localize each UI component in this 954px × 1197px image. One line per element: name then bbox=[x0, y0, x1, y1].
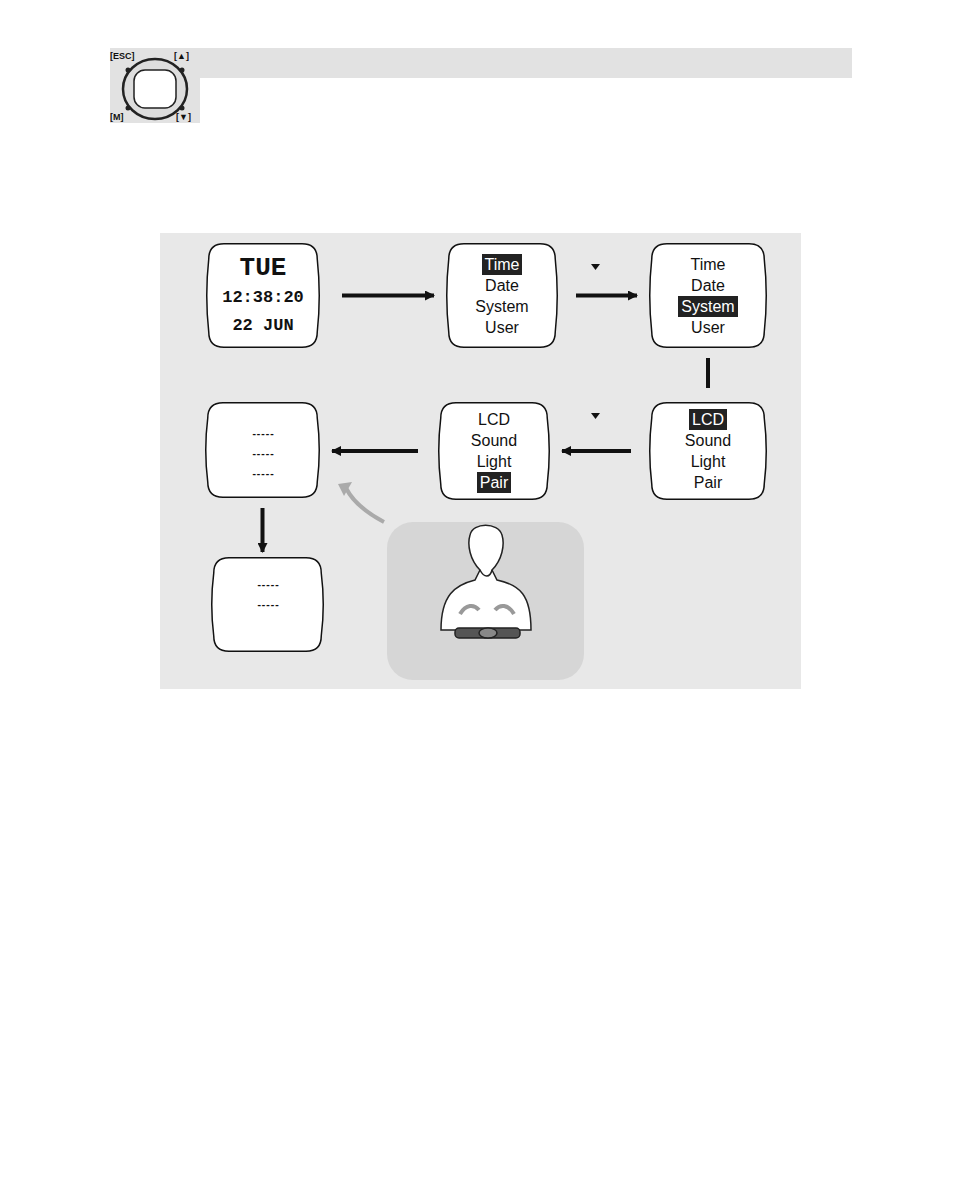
dash-placeholder: ----- bbox=[256, 595, 278, 615]
paired-screen: ---------- bbox=[213, 557, 322, 652]
pairing-screen: --------------- bbox=[207, 402, 318, 498]
screen-text: Sound bbox=[471, 430, 517, 451]
screen-text: TUE bbox=[240, 253, 287, 283]
screen-text: 12:38:20 bbox=[222, 283, 304, 313]
screen-text: Pair bbox=[694, 472, 722, 493]
figure-panel bbox=[387, 522, 584, 680]
screen-text: System bbox=[678, 296, 737, 317]
screen-text: 22 JUN bbox=[232, 313, 293, 339]
menu-screen: LCDSoundLightPair bbox=[440, 402, 548, 500]
screen-text: User bbox=[691, 317, 725, 338]
signal-arrow bbox=[338, 482, 384, 522]
menu-screen: TimeDateSystemUser bbox=[651, 243, 765, 348]
chest-strap-figure bbox=[441, 525, 531, 638]
screen-text: System bbox=[475, 296, 528, 317]
screen-text: Light bbox=[691, 451, 726, 472]
dash-placeholder: ----- bbox=[251, 424, 273, 444]
button-label: [M] bbox=[110, 112, 124, 122]
flow-arrow bbox=[332, 449, 418, 453]
screen-text: Date bbox=[691, 275, 725, 296]
screen-text: Sound bbox=[685, 430, 731, 451]
menu-screen: LCDSoundLightPair bbox=[651, 402, 765, 500]
screen-text: Light bbox=[477, 451, 512, 472]
dash-placeholder: ----- bbox=[251, 464, 273, 484]
icon-ground bbox=[110, 48, 200, 123]
screen-text: Pair bbox=[477, 472, 511, 493]
watch-screen: TUE12:38:2022 JUN bbox=[208, 243, 318, 348]
flow-arrow bbox=[261, 508, 265, 552]
screen-text: Time bbox=[691, 254, 726, 275]
dash-placeholder: ----- bbox=[251, 444, 273, 464]
flow-arrow bbox=[562, 449, 631, 453]
button-label: [ESC] bbox=[110, 51, 135, 61]
menu-screen: TimeDateSystemUser bbox=[448, 243, 556, 348]
screen-text: LCD bbox=[689, 409, 727, 430]
dash-placeholder: ----- bbox=[256, 575, 278, 595]
header-bar bbox=[200, 48, 852, 78]
flow-arrow bbox=[342, 294, 434, 298]
flow-arrow bbox=[706, 358, 710, 388]
watch-icon bbox=[123, 59, 187, 119]
down-button-symbol bbox=[591, 264, 600, 419]
diagram-panel bbox=[160, 233, 801, 689]
screen-text: Time bbox=[482, 254, 523, 275]
screen-text: Date bbox=[485, 275, 519, 296]
screen-text: LCD bbox=[478, 409, 510, 430]
button-label: [▲] bbox=[174, 51, 189, 61]
button-label: [▼] bbox=[176, 112, 191, 122]
screen-text: User bbox=[485, 317, 519, 338]
flow-arrow bbox=[576, 294, 637, 298]
